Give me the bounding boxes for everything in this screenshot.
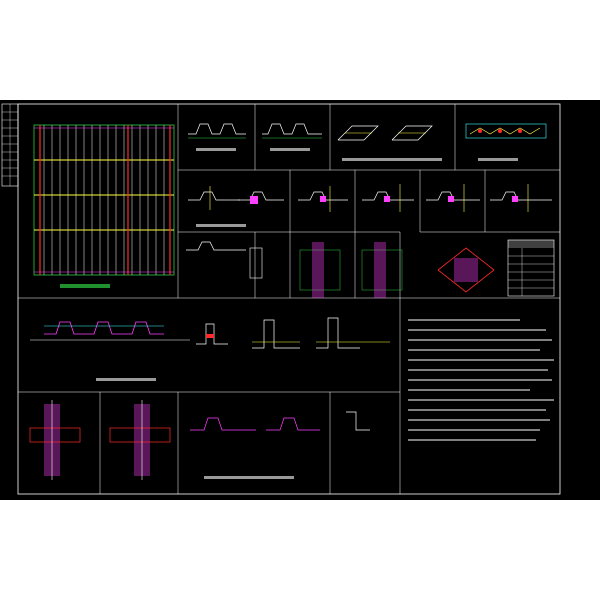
beam-column-joint-b [109,400,171,480]
deck-profile-section-a [188,123,246,151]
deck-end-details [190,417,320,479]
floor-deck-plan [33,124,175,288]
deck-iso-detail-a [337,125,442,161]
deck-edge-detail [465,123,547,161]
deck-cross-sections [252,317,390,349]
column-joint-details [186,241,495,298]
panel-dividers [18,104,560,494]
deck-edge-details-row [188,184,552,227]
legend-table [507,239,555,297]
deck-profile-section-b [262,123,322,151]
general-notes [408,319,554,441]
sheet-border [17,103,561,495]
beam-deck-section-long [30,321,190,381]
stud-detail [196,323,228,345]
title-strip [1,103,19,187]
small-bracket-detail [346,411,370,431]
beam-column-joint-a [29,400,81,480]
